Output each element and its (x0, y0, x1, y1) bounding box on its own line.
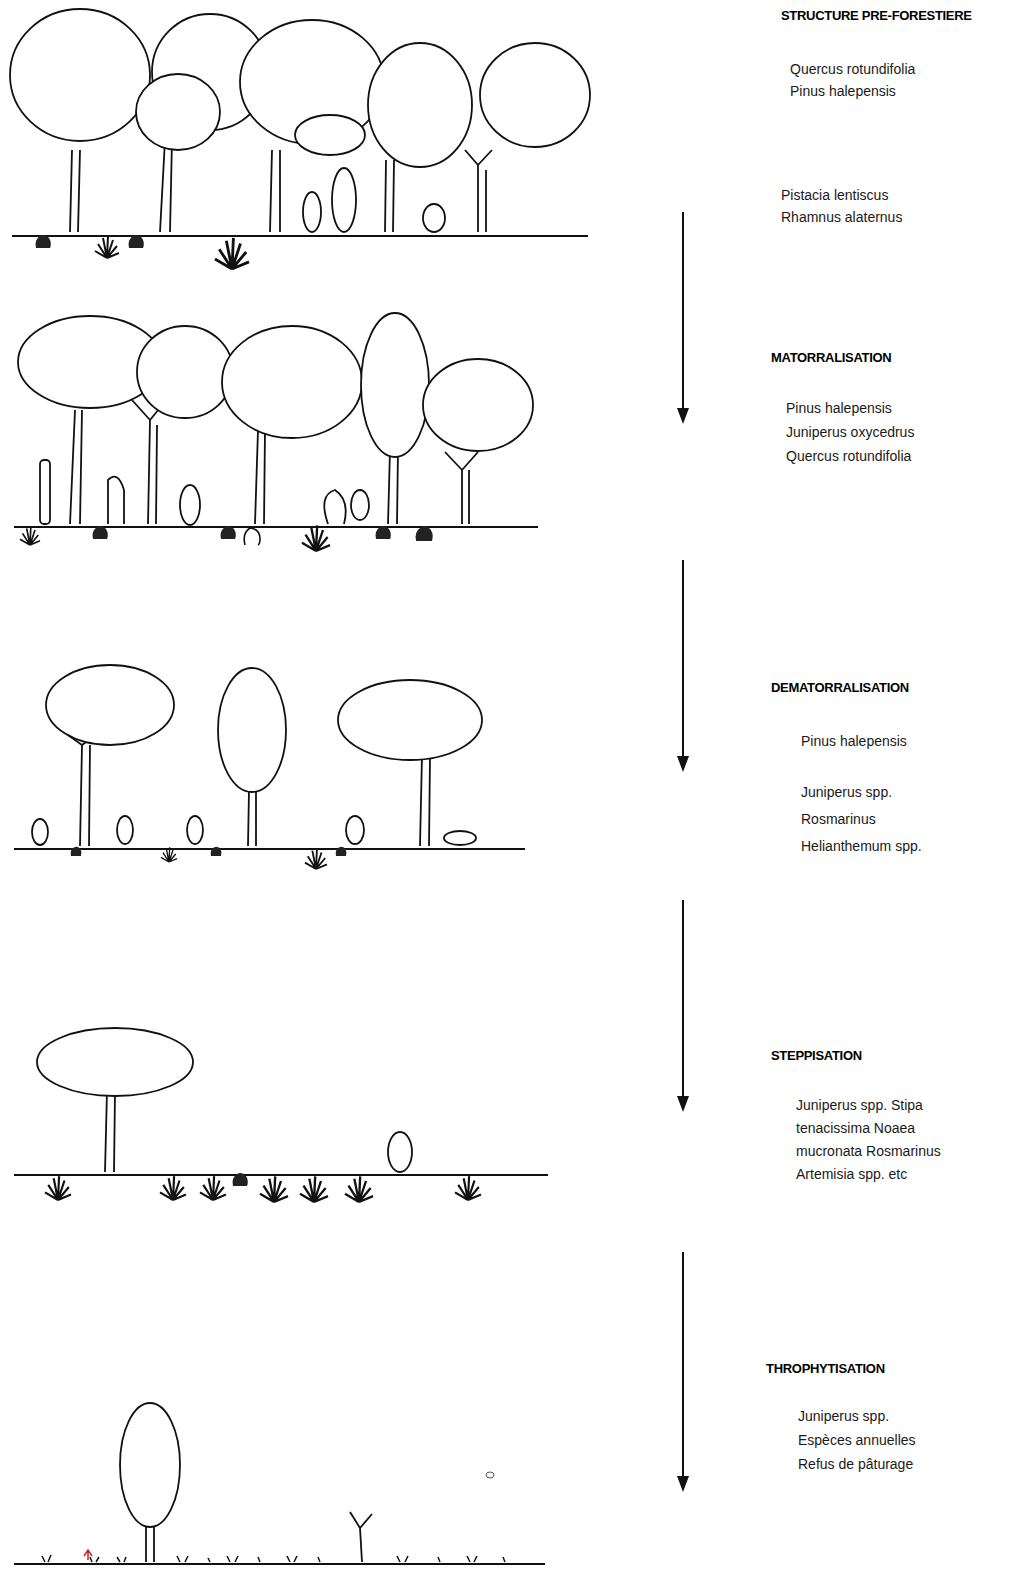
species-list: Pinus halepensis (801, 729, 971, 753)
species-list: Quercus rotundifolia Pinus halepensis (790, 58, 922, 102)
stage-heading: MATORRALISATION (771, 346, 891, 369)
stage-heading: STEPPISATION (771, 1044, 862, 1067)
species-list: Juniperus spp. Stipa tenacissima Noaea m… (796, 1094, 946, 1186)
species-list: Pinus halepensis Juniperus oxycedrus Que… (786, 396, 946, 468)
stage-heading: THROPHYTISATION (766, 1357, 885, 1380)
species-list: Pistacia lentiscus Rhamnus alaternus (781, 184, 931, 228)
species-list: Juniperus spp. Rosmarinus Helianthemum s… (801, 779, 961, 860)
stage-heading: STRUCTURE PRE-FORESTIERE (781, 4, 972, 27)
stage-heading: DEMATORRALISATION (771, 676, 909, 699)
species-list: Juniperus spp. Espèces annuelles Refus d… (798, 1404, 938, 1476)
